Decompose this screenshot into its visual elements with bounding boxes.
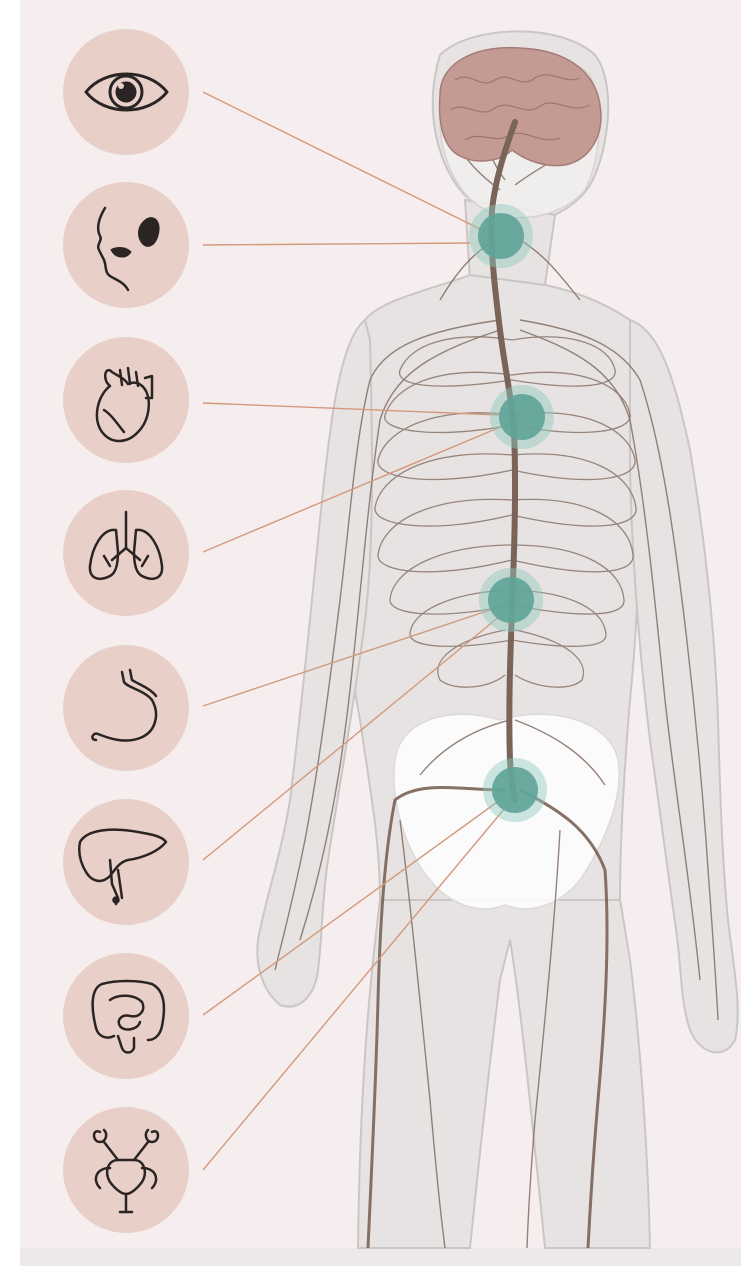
brain-shape	[440, 48, 601, 166]
salivary-glands-circle	[63, 182, 189, 308]
ganglion-cervical	[478, 213, 524, 259]
left-arm-outline	[257, 320, 372, 1007]
brain	[440, 48, 601, 166]
connector-salivary-glands	[203, 243, 470, 245]
reproductive-organs-circle	[63, 1107, 189, 1233]
ganglion-lumbar	[488, 577, 534, 623]
ganglion-sacral	[492, 767, 538, 813]
lungs-circle	[63, 490, 189, 616]
right-arm-outline	[630, 320, 738, 1052]
stomach-circle	[63, 645, 189, 771]
heart-circle	[63, 337, 189, 463]
ganglion-thoracic	[499, 394, 545, 440]
